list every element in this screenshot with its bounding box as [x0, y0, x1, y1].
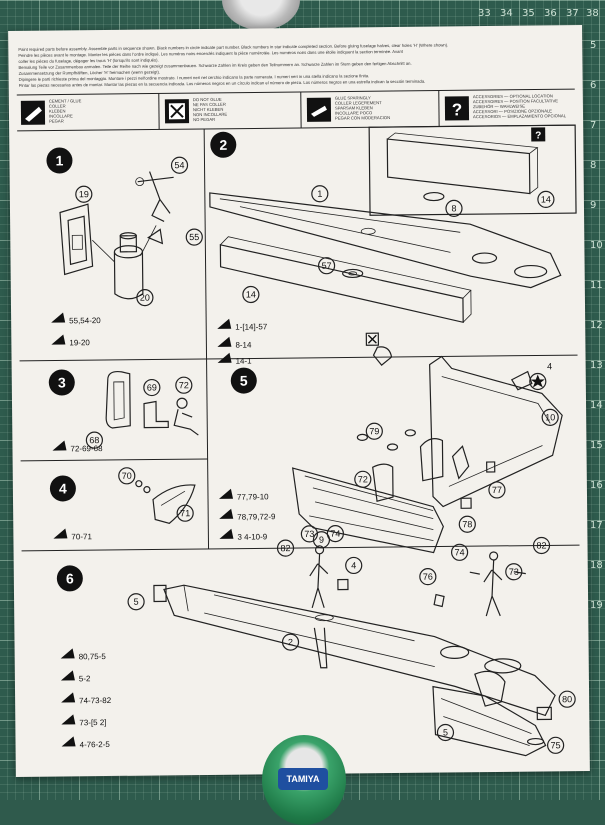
ruler-number: 8 — [590, 160, 596, 171]
ruler-number: 6 — [590, 80, 596, 91]
part-callout: 14 — [246, 289, 256, 299]
svg-text:6: 6 — [66, 570, 74, 586]
ruler-number: 36 — [544, 8, 557, 19]
sequence-label: 1-[14]-57 — [235, 322, 268, 331]
step-1: 1 19 54 55 20 55,54-20 19-20 — [46, 146, 203, 348]
ruler-number: 35 — [522, 8, 535, 19]
ruler-number: 5 — [590, 40, 596, 51]
svg-text:ACCESORIOS — EMPLAZAMIENTO OPC: ACCESORIOS — EMPLAZAMIENTO OPCIONAL — [473, 113, 567, 119]
svg-text:2: 2 — [219, 137, 227, 153]
part-callout: 1 — [317, 189, 322, 199]
ruler-number: 13 — [590, 360, 603, 371]
legend-no-glue: DO NOT GLUE NE PAS COLLER NICHT KLEBEN N… — [165, 97, 228, 124]
sequence-label: 5-2 — [79, 674, 91, 683]
ruler-number: 17 — [590, 520, 603, 531]
part-callout: 54 — [174, 160, 184, 170]
part-callout: 72 — [358, 474, 368, 484]
part-callout: 8 — [451, 203, 456, 213]
part-callout: 75 — [551, 740, 561, 750]
part-callout: 19 — [79, 189, 89, 199]
part-callout: 79 — [369, 426, 379, 436]
sequence-label: 55,54-20 — [69, 316, 101, 325]
sequence-label: 14-1 — [236, 356, 253, 365]
part-callout: 82 — [536, 540, 546, 550]
instruction-sheet: .ln { stroke:#222; fill:none; stroke-wid… — [8, 25, 590, 777]
part-callout: 77 — [492, 485, 502, 495]
sequence-label: 80,75-5 — [79, 652, 107, 661]
ruler-number: 11 — [590, 280, 603, 291]
sequence-label: 78,79,72-9 — [237, 512, 276, 521]
legend-glue: CEMENT / GLUE COLLER KLEBEN INCOLLARE PE… — [21, 98, 82, 125]
legend-glue-sparingly: GLUE SPARINGLY COLLER LEGEREMENT SPARSAM… — [307, 95, 390, 122]
sequence-label: 8-14 — [235, 340, 252, 349]
svg-text:PEGAR CON MODERACION: PEGAR CON MODERACION — [335, 115, 390, 121]
sequence-label: 72-69-68 — [70, 444, 103, 453]
ruler-number: 19 — [590, 600, 603, 611]
ruler-number: 33 — [478, 8, 491, 19]
part-callout: 2 — [288, 637, 293, 647]
sequence-label: 73-[5 2] — [79, 718, 106, 727]
part-callout: 74 — [455, 547, 465, 557]
part-callout: 80 — [562, 694, 572, 704]
ruler-number: 10 — [590, 240, 603, 251]
part-callout: 74 — [330, 529, 340, 539]
ruler-number: 15 — [590, 440, 603, 451]
step-3: 3 68 69 72 72-69-68 — [49, 368, 199, 454]
part-callout: 9 — [319, 535, 324, 545]
star-completed-icon — [531, 374, 545, 387]
part-callout: 10 — [545, 412, 555, 422]
sequence-label: 77,79-10 — [237, 492, 269, 501]
sequence-label: 19-20 — [69, 338, 90, 347]
part-callout: 55 — [189, 232, 199, 242]
ruler-number: 9 — [590, 200, 596, 211]
ruler-number: 16 — [590, 480, 603, 491]
step-5: 5 4 10 79 72 9 77 78 77,79-10 78,79,72-9 — [218, 355, 564, 555]
legend-bar: CEMENT / GLUE COLLER KLEBEN INCOLLARE PE… — [17, 89, 575, 131]
svg-text:1: 1 — [55, 152, 63, 168]
part-callout: 5 — [443, 727, 448, 737]
part-callout: 70 — [122, 471, 132, 481]
part-callout: 73 — [304, 529, 314, 539]
part-callout: 14 — [541, 194, 551, 204]
sequence-label: 74-73-82 — [79, 696, 112, 705]
ruler-number: 34 — [500, 8, 513, 19]
part-callout: 73 — [509, 567, 519, 577]
sequence-label: 70-71 — [71, 532, 92, 541]
ruler-number: 14 — [590, 400, 603, 411]
instruction-drawing: .ln { stroke:#222; fill:none; stroke-wid… — [8, 25, 590, 777]
ruler-number: 38 — [586, 8, 599, 19]
sequence-label: 3 4-10-9 — [237, 532, 267, 541]
svg-text:5: 5 — [240, 373, 248, 389]
svg-text:?: ? — [452, 100, 463, 119]
header-text: Paint required parts before assembly. As… — [18, 42, 448, 88]
step-6: 6 73 74 82 4 5 2 76 74 82 73 80 — [56, 523, 575, 760]
legend-accessories: ? ACCESSORIES — OPTIONAL LOCATION ACCESS… — [445, 93, 567, 120]
part-callout: 76 — [423, 572, 433, 582]
step-4: 4 70 71 70-71 — [50, 467, 196, 542]
svg-text:3: 3 — [58, 374, 66, 390]
ruler-number: 7 — [590, 120, 596, 131]
sequence-label: 4-76-2-5 — [80, 740, 111, 749]
ruler-number: 18 — [590, 560, 603, 571]
svg-text:?: ? — [535, 130, 541, 141]
part-callout: 78 — [462, 519, 472, 529]
part-callout: 72 — [179, 380, 189, 390]
ruler-number: 12 — [590, 320, 603, 331]
part-callout: 57 — [322, 261, 332, 271]
svg-text:4: 4 — [59, 480, 67, 496]
part-callout: 4 — [351, 560, 356, 570]
part-callout: 20 — [140, 293, 150, 303]
part-callout: 71 — [180, 508, 190, 518]
step-2: 2 ? 8 14 1 14 57 1-[14]-57 8-14 14 — [209, 125, 577, 367]
svg-text:NO PEGAR: NO PEGAR — [193, 117, 215, 122]
part-callout: 5 — [134, 597, 139, 607]
part-callout: 69 — [147, 382, 157, 392]
ruler-number: 37 — [566, 8, 579, 19]
paint-brand-label: TAMIYA — [278, 768, 328, 790]
svg-text:PEGAR: PEGAR — [49, 118, 64, 123]
part-callout: 82 — [280, 543, 290, 553]
part-callout: 4 — [547, 361, 552, 371]
